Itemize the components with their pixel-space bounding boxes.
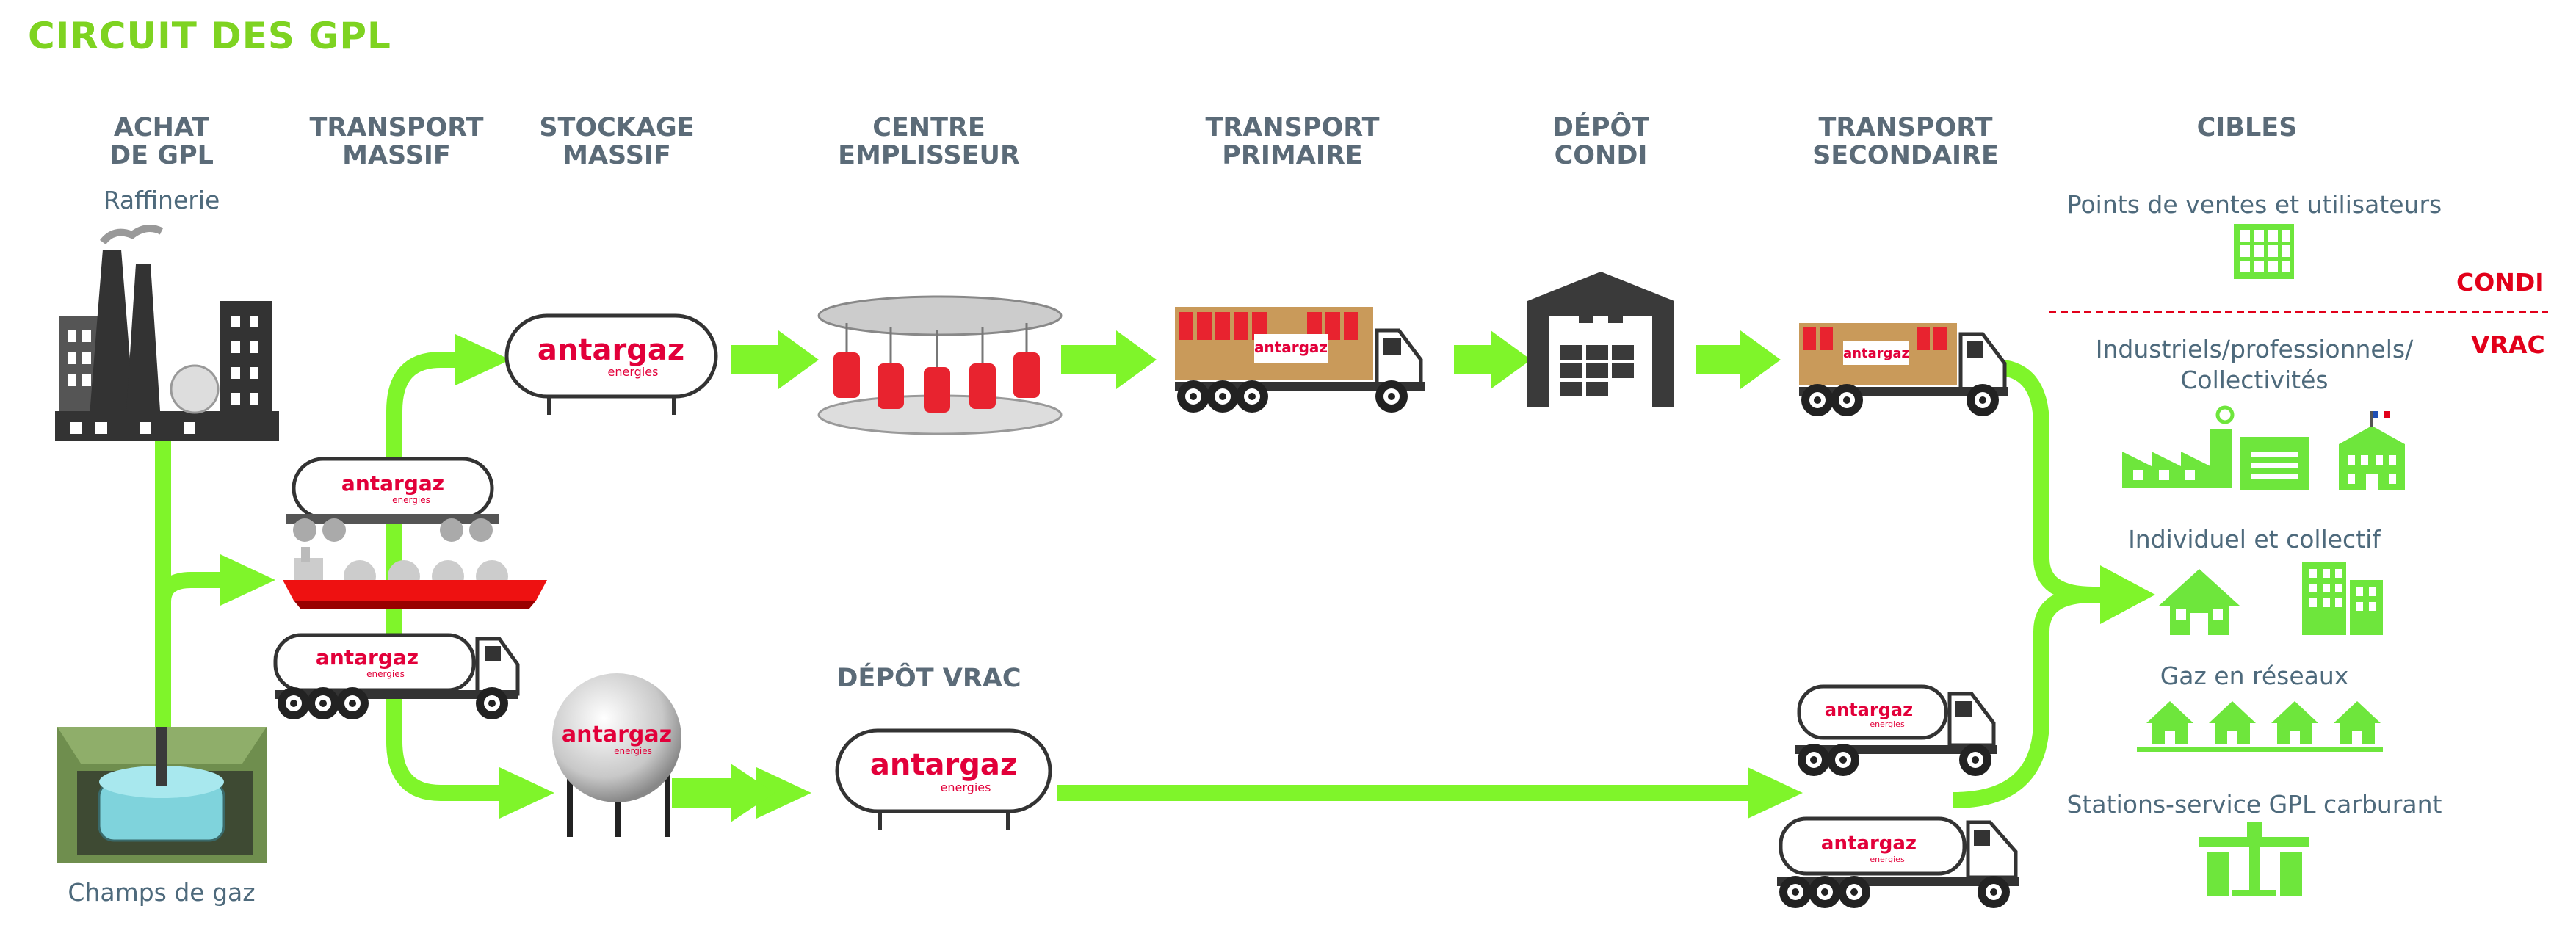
gas-field-label: Champs de gaz (68, 878, 256, 907)
depot-vrac-label: DÉPÔT VRAC (836, 664, 1021, 693)
lpg-ship-icon (283, 547, 547, 609)
target-label-stations: Stations-service GPL carburant (2066, 790, 2442, 819)
arrow-to-secondary-trucks (1748, 767, 1803, 819)
secondary-tanker-truck-1-icon: antargaz energies (1795, 684, 1997, 776)
stage-header-line2: EMPLISSEUR (838, 141, 1020, 170)
brand-logo-text: antargaz (870, 748, 1017, 782)
target-label-gaz-reseaux: Gaz en réseaux (2160, 661, 2349, 690)
stage-header-depot-condi: DÉPÔT CONDI (1520, 114, 1682, 170)
flow-line-secondary-down (1993, 359, 2108, 603)
stage-header-line1: ACHAT (113, 113, 210, 142)
stage-header-line2: DE GPL (109, 141, 214, 170)
stage-header-line1: DÉPÔT (1552, 113, 1650, 142)
house-icon (2159, 569, 2240, 635)
brand-logo-text: antargaz (562, 722, 672, 747)
brand-logo-text: antargaz (316, 645, 419, 670)
depot-vrac-tank-icon: antargaz energies (835, 728, 1052, 830)
arrow-to-transport-massif (220, 554, 275, 606)
flow-arrowheads (220, 330, 2155, 822)
arrow-condi-to-secondaire (1696, 330, 1781, 389)
target-label-individuel: Individuel et collectif (2128, 525, 2381, 554)
filling-carousel-icon (817, 295, 1063, 435)
brand-logo-text: antargaz (1825, 700, 1913, 720)
apartment-building-icon (2302, 562, 2383, 635)
arrow-primaire-to-condi (1454, 330, 1531, 389)
brand-sub-text: energies (941, 780, 991, 794)
stage-header-line2: MASSIF (562, 141, 671, 170)
flow-line-source-curve-top (155, 572, 220, 603)
arrow-to-sphere (499, 767, 554, 819)
warehouse-target-icon (2240, 437, 2309, 490)
arrow-to-depot-vrac (756, 767, 811, 819)
stage-header-line2: PRIMAIRE (1222, 141, 1363, 170)
stage-header-transport-secondaire: TRANSPORT SECONDAIRE (1792, 114, 2019, 170)
brand-sub-text: energies (1870, 855, 1905, 864)
brand-sub-text: energies (1870, 719, 1905, 729)
stage-header-line2: SECONDAIRE (1812, 141, 1999, 170)
condi-tag: CONDI (2456, 268, 2544, 297)
primary-cylinder-truck-icon: antargaz (1175, 307, 1425, 413)
stage-header-line2: CONDI (1554, 141, 1648, 170)
stage-header-centre-emplisseur: CENTRE EMPLISSEUR (819, 114, 1039, 170)
target-label-line1: Industriels/professionnels/ (2095, 335, 2414, 363)
secondary-cylinder-truck-icon: antargaz (1799, 323, 2008, 416)
brand-logo-text: antargaz (341, 471, 444, 496)
brand-logo-text: antargaz (538, 333, 684, 367)
brand-logo-text: antargaz (1254, 338, 1328, 356)
secondary-tanker-truck-2-icon: antargaz energies (1777, 816, 2019, 908)
brand-logo-text: antargaz (1821, 833, 1917, 855)
stage-header-line1: CENTRE (872, 113, 985, 142)
refinery-label: Raffinerie (103, 186, 220, 214)
arrow-to-cibles (2100, 565, 2155, 624)
gas-network-houses-icon (2137, 701, 2383, 752)
refinery-icon (55, 225, 279, 441)
stage-header-line1: TRANSPORT (1818, 113, 1993, 142)
gas-field-icon (57, 727, 267, 863)
rail-tanker-icon: antargaz energies (286, 457, 499, 542)
cylinder-crate-icon (2234, 224, 2294, 279)
stage-header-stockage-massif: STOCKAGE MASSIF (521, 114, 712, 170)
arrow-vrac-to-sphere (672, 764, 775, 822)
factory-icon (2122, 405, 2235, 488)
stage-header-achat: ACHAT DE GPL (81, 114, 242, 170)
brand-sub-text: energies (366, 669, 405, 679)
storage-tank-massif-icon: antargaz energies (504, 313, 718, 415)
brand-sub-text: energies (392, 495, 430, 505)
stage-header-line1: CIBLES (2196, 113, 2298, 142)
flow-line-secondary-up (1953, 587, 2094, 808)
brand-logo-text: antargaz (1843, 346, 1909, 361)
brand-sub-text: energies (614, 746, 652, 756)
depot-condi-warehouse-icon (1527, 272, 1674, 407)
brand-sub-text: energies (608, 365, 659, 379)
town-hall-icon (2339, 411, 2405, 490)
road-tanker-massif-icon: antargaz energies (273, 633, 520, 719)
stage-header-line2: MASSIF (342, 141, 451, 170)
target-label-industriels: Industriels/professionnels/ Collectivité… (2049, 334, 2460, 396)
stage-header-line1: TRANSPORT (1205, 113, 1380, 142)
stage-header-transport-massif: TRANSPORT MASSIF (301, 114, 492, 170)
arrow-stockage-to-centre (731, 330, 819, 389)
flow-lines (155, 352, 2108, 808)
stage-header-transport-primaire: TRANSPORT PRIMAIRE (1190, 114, 1395, 170)
fuel-station-icon (2199, 822, 2309, 896)
arrow-to-stockage-tank (455, 334, 510, 385)
target-label-points-de-vente: Points de ventes et utilisateurs (2066, 190, 2442, 219)
stage-header-cibles: CIBLES (2166, 114, 2328, 142)
arrow-centre-to-primaire (1061, 330, 1157, 389)
target-label-line2: Collectivités (2180, 366, 2329, 394)
spherical-tank-icon: antargaz energies (552, 673, 681, 837)
diagram-title: CIRCUIT DES GPL (28, 15, 391, 57)
stage-header-line1: TRANSPORT (309, 113, 484, 142)
vrac-tag: VRAC (2471, 330, 2545, 359)
flow-line-massif-split (386, 352, 499, 801)
stage-header-line1: STOCKAGE (539, 113, 695, 142)
